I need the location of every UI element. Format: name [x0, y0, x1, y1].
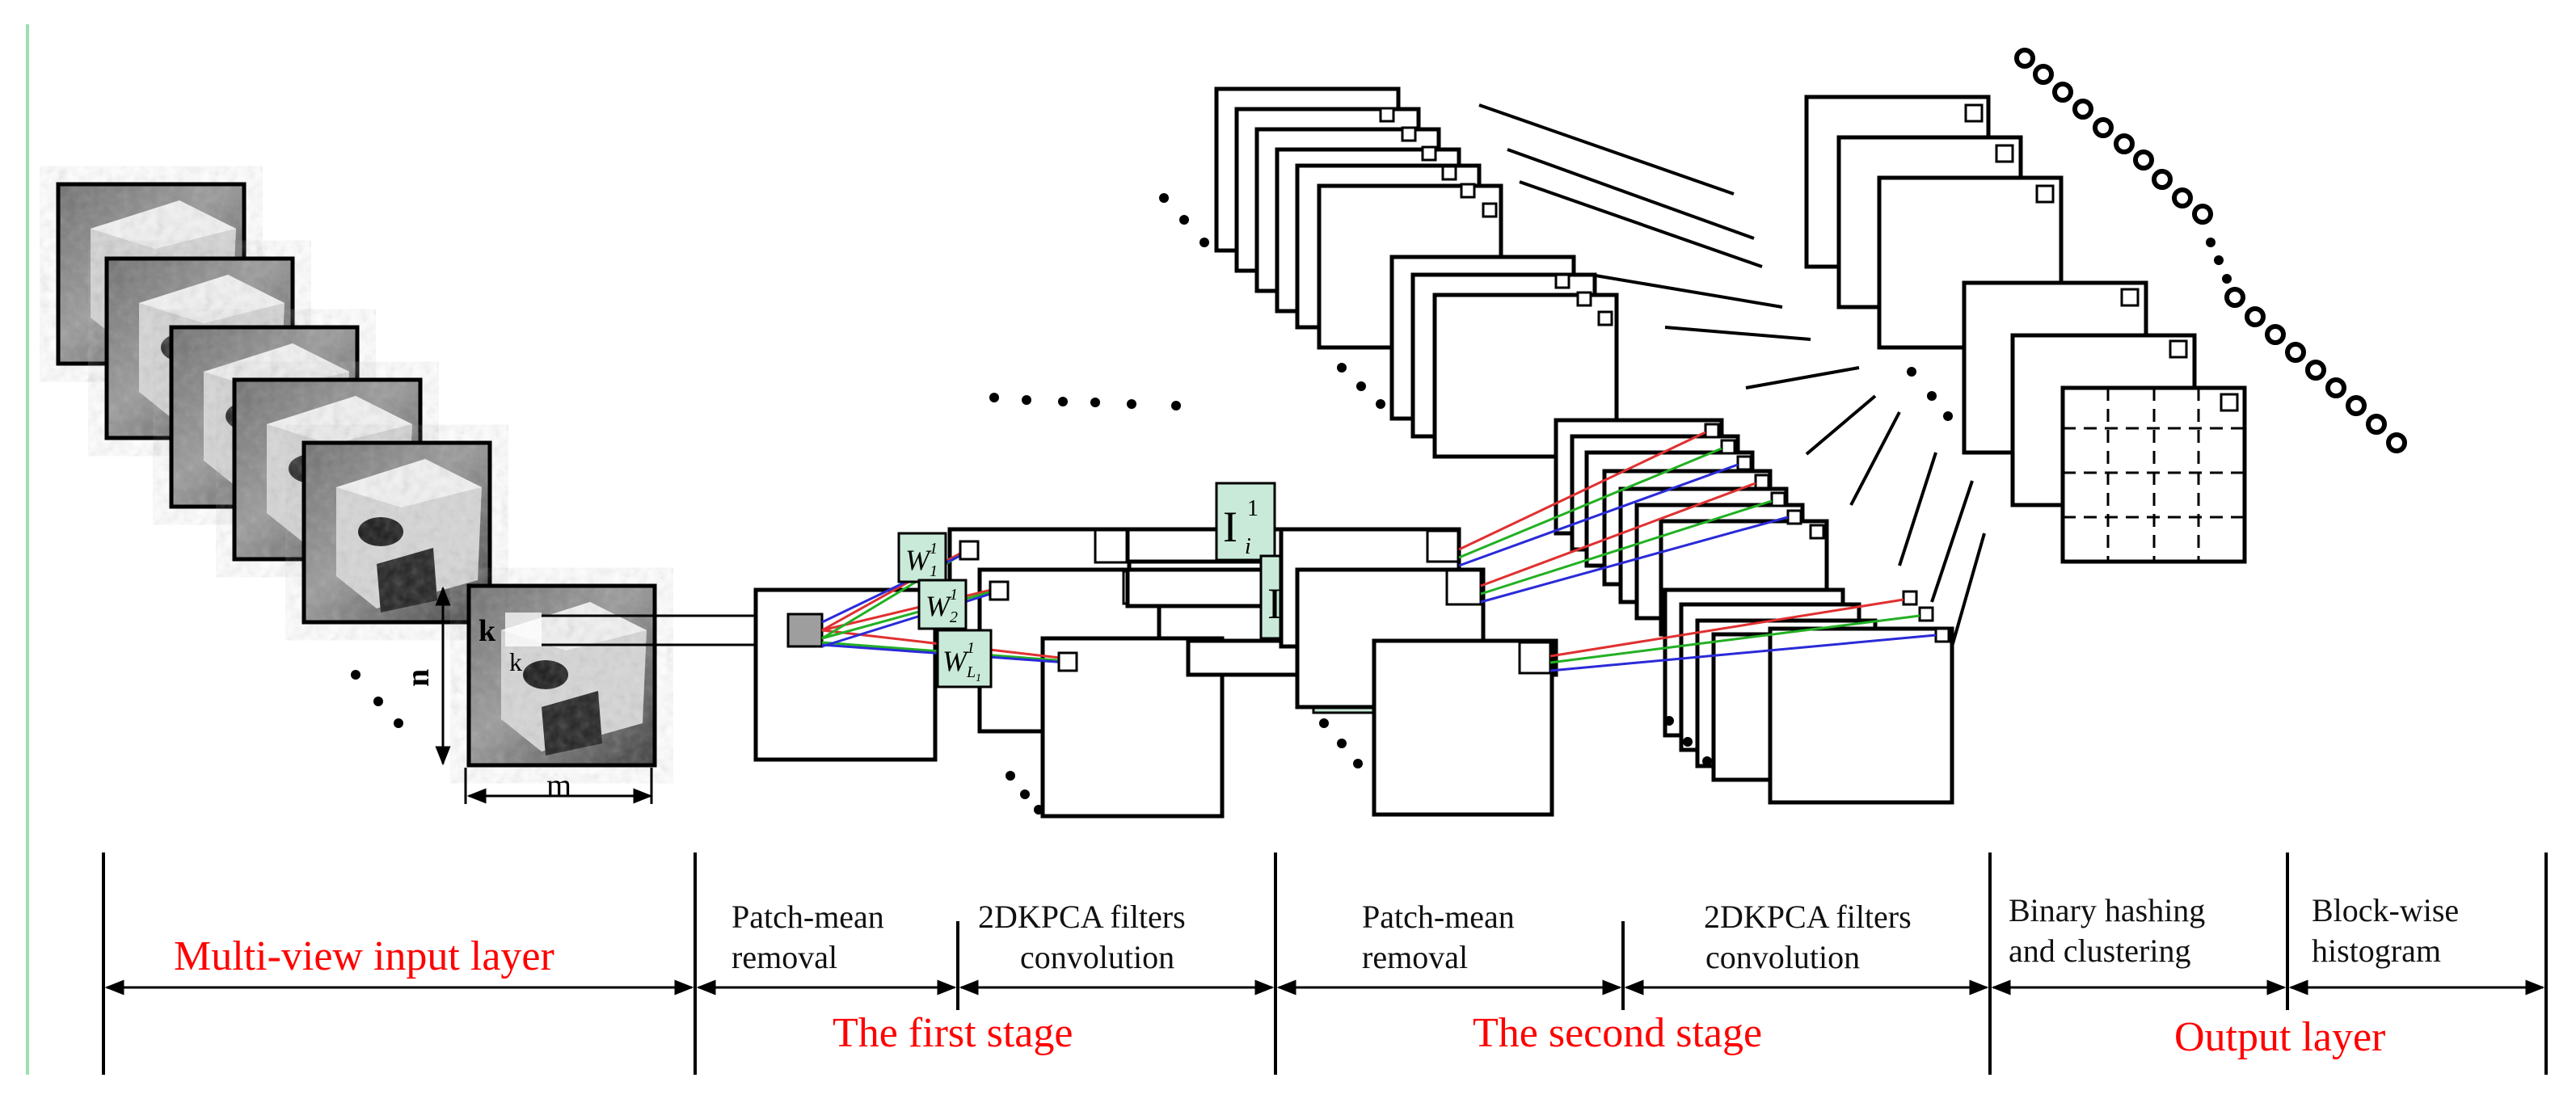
label-patch-mean-2b: removal [1362, 939, 1468, 975]
label-patch-mean-1b: removal [731, 939, 837, 975]
svg-text:I: I [1223, 503, 1237, 551]
n-label: n [399, 669, 436, 687]
k-label-side: k [509, 647, 522, 676]
stage2-input-ellipsis [1319, 718, 1363, 768]
svg-text:1: 1 [1247, 496, 1258, 521]
stage2-output-stack-mid [1554, 418, 1829, 637]
svg-text:W: W [905, 544, 932, 576]
stage1-ellipsis [1006, 771, 1043, 815]
image-tag-i1: I i 1 [1215, 482, 1276, 562]
label-multi-view-input-layer: Multi-view input layer [174, 933, 554, 979]
filter-tag-w1: W 1 1 [897, 532, 947, 583]
svg-text:2: 2 [950, 608, 958, 626]
svg-text:i: i [1245, 534, 1251, 559]
svg-text:I: I [1267, 579, 1282, 628]
svg-text:1: 1 [930, 540, 938, 558]
svg-text:W: W [925, 590, 952, 622]
svg-text:W: W [942, 645, 969, 677]
svg-text:1: 1 [950, 586, 958, 604]
label-filters-2a: 2DKPCA filters [1704, 899, 1912, 935]
label-block-wise-b: histogram [2312, 932, 2441, 969]
label-binary-hashing-b: and clustering [2009, 932, 2191, 969]
svg-text:L: L [966, 663, 976, 681]
label-patch-mean-2a: Patch-mean [1362, 899, 1515, 935]
label-filters-2b: convolution [1705, 939, 1860, 975]
svg-text:1: 1 [976, 672, 981, 684]
section-dividers [102, 853, 2548, 1075]
stage1-output-maps [947, 527, 1225, 819]
label-block-wise-a: Block-wise [2312, 892, 2459, 928]
label-filters-1b: convolution [1020, 939, 1174, 975]
k-label-top: k [479, 614, 496, 648]
stage2-output-stack-upper [1159, 86, 1619, 459]
filter-tag-w2: W 2 1 [917, 579, 968, 630]
stage2-filter-lines [1458, 431, 1937, 672]
label-output-layer: Output layer [2174, 1014, 2385, 1060]
output-hash-maps [1804, 95, 2197, 507]
histogram-vector-chain [2014, 48, 2407, 453]
filter-tag-wl1: W L 1 1 [936, 629, 993, 688]
label-second-stage: The second stage [1473, 1010, 1762, 1056]
m-label: m [546, 767, 571, 803]
input-stack-ellipsis [351, 670, 403, 728]
svg-text:1: 1 [930, 562, 938, 580]
hashing-lines [1478, 103, 1986, 647]
input-patch [505, 613, 542, 646]
svg-text:1: 1 [967, 639, 975, 657]
stage1-patch [786, 613, 824, 648]
stage-ellipsis-mid [989, 393, 1181, 410]
label-patch-mean-1a: Patch-mean [731, 899, 884, 935]
label-binary-hashing-a: Binary hashing [2009, 892, 2205, 928]
block-histogram-grid [2060, 385, 2247, 564]
label-filters-1a: 2DKPCA filters [978, 899, 1186, 935]
chain-ellipsis [2206, 238, 2232, 284]
stage2-mean-removed-images [1279, 527, 1554, 817]
label-first-stage: The first stage [833, 1010, 1073, 1056]
stage2-output-stack-lower [1663, 587, 1954, 805]
